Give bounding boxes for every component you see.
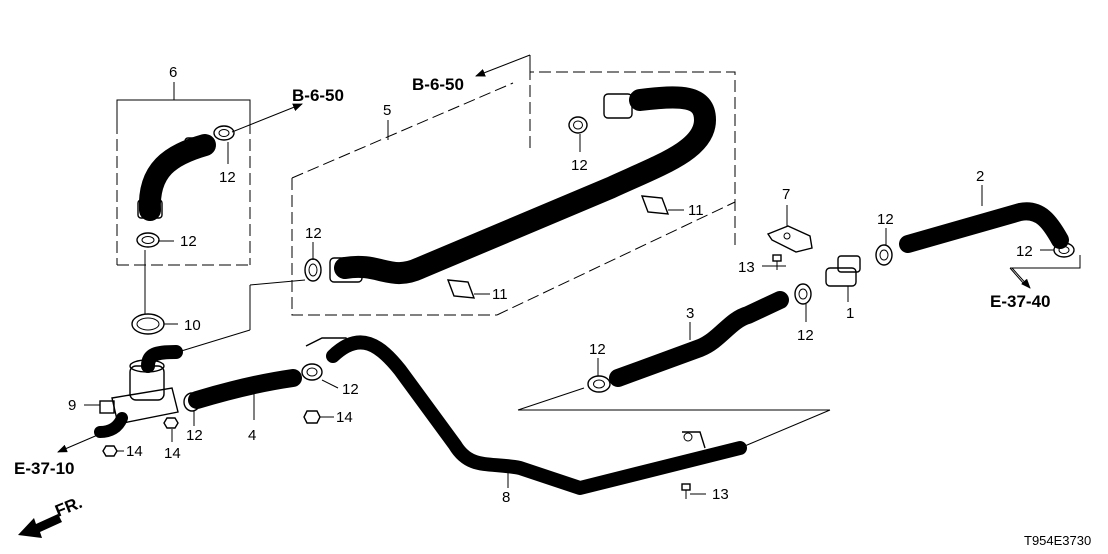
callout-12-hose2: 12 xyxy=(1016,243,1033,260)
hose-clip-6-top xyxy=(213,125,235,141)
callout-4: 4 xyxy=(248,427,256,444)
callout-12-hose6-bottom: 12 xyxy=(180,233,197,250)
bolt-13-lower xyxy=(681,483,691,499)
callout-11-lower: 11 xyxy=(492,286,508,303)
diagram-code: T954E3730 xyxy=(1024,533,1091,548)
front-label: FR. xyxy=(52,493,85,521)
callout-14-lower: 14 xyxy=(164,445,181,462)
callout-2: 2 xyxy=(976,168,984,185)
callout-14-hose8: 14 xyxy=(336,409,353,426)
clamp-11-upper xyxy=(640,195,670,215)
callout-12-hose4: 12 xyxy=(186,427,203,444)
o-ring-10 xyxy=(131,250,178,335)
hose-clip-3-right xyxy=(794,283,812,305)
water-valve-9 xyxy=(94,345,183,438)
ref-e3710: E-37-10 xyxy=(14,459,74,478)
callout-12-hose3-right: 12 xyxy=(797,327,814,344)
hose-5 xyxy=(329,86,716,285)
ref-b650-left: B-6-50 xyxy=(292,86,344,105)
callout-11-upper: 11 xyxy=(688,202,704,219)
group-5-outline xyxy=(291,71,736,316)
group-6-bracket xyxy=(116,82,251,266)
callout-1: 1 xyxy=(846,305,854,322)
hose-4 xyxy=(183,369,302,412)
callout-5: 5 xyxy=(383,102,391,119)
callout-3: 3 xyxy=(686,305,694,322)
callout-7: 7 xyxy=(782,186,790,203)
hose-clip-5-left xyxy=(304,258,322,282)
arrow-b650-right xyxy=(475,54,531,77)
arrow-e3740 xyxy=(1011,267,1031,289)
hose-clip-8 xyxy=(301,363,323,381)
callout-12-hose8: 12 xyxy=(342,381,359,398)
callout-8: 8 xyxy=(502,489,510,506)
arrow-b650-left xyxy=(231,103,303,133)
hose-2 xyxy=(899,202,1069,253)
callout-10: 10 xyxy=(184,317,201,334)
arrow-e3710 xyxy=(57,433,101,453)
callout-9: 9 xyxy=(68,397,76,414)
ref-e3740: E-37-40 xyxy=(990,292,1050,311)
callout-13-upper: 13 xyxy=(738,259,755,276)
hose-clip-6-bottom xyxy=(136,232,160,248)
front-arrow-icon xyxy=(18,514,62,538)
hose-8 xyxy=(305,335,747,495)
callout-12-joint1: 12 xyxy=(877,211,894,228)
callout-12-hose5-right: 12 xyxy=(571,157,588,174)
nut-14-hose8 xyxy=(303,410,321,424)
hose-6 xyxy=(137,134,216,221)
leader-lines xyxy=(84,134,1081,495)
clamp-11-lower xyxy=(446,279,476,299)
callout-12-hose5-left: 12 xyxy=(305,225,322,242)
ref-b650-right: B-6-50 xyxy=(412,75,464,94)
hose-clip-1-right xyxy=(875,244,893,266)
nut-14-valve xyxy=(102,445,118,457)
bracket-7 xyxy=(766,205,813,253)
callout-12-hose3-left: 12 xyxy=(589,341,606,358)
joint-1 xyxy=(825,255,861,302)
callout-14-valve: 14 xyxy=(126,443,143,460)
bolt-13-upper xyxy=(772,254,782,270)
hose-clip-3-left xyxy=(587,375,611,393)
nut-14-lower xyxy=(163,417,179,429)
hose-clip-5-right xyxy=(568,116,588,134)
callout-6: 6 xyxy=(169,64,177,81)
callout-12-hose6-top: 12 xyxy=(219,169,236,186)
hose-3 xyxy=(609,291,789,387)
callout-13-lower: 13 xyxy=(712,486,729,503)
